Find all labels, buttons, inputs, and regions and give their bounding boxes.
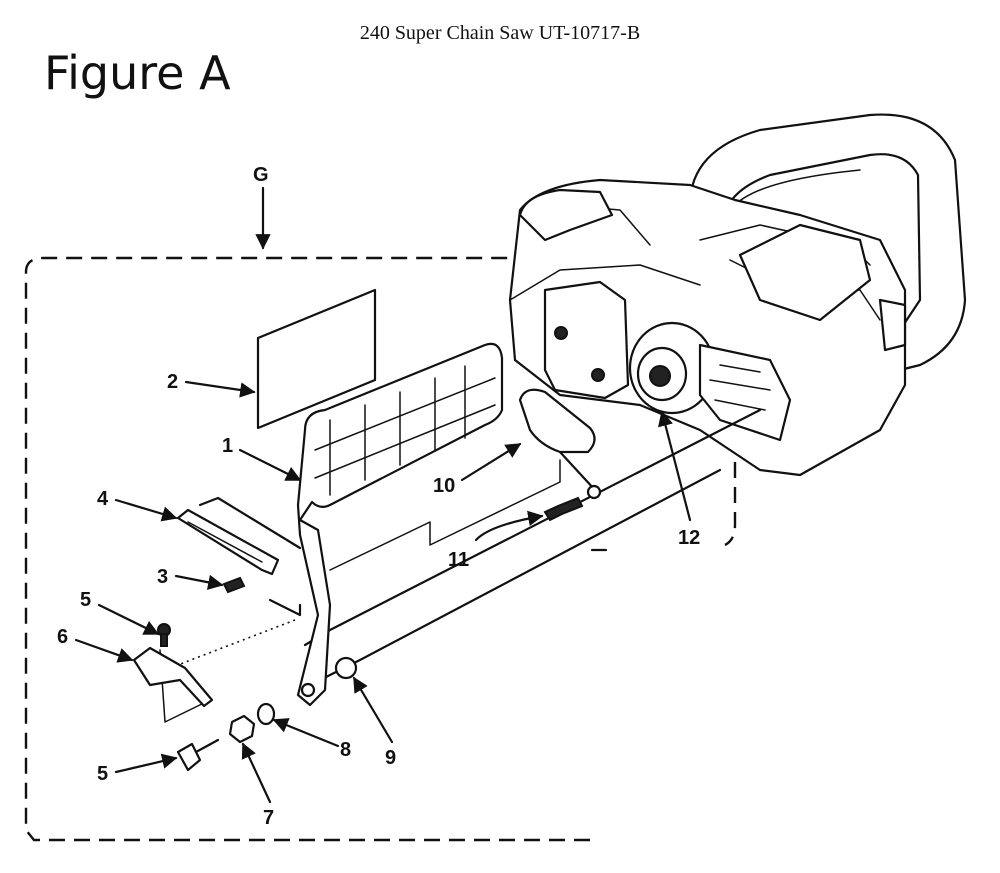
callout-11: 11 xyxy=(448,510,544,571)
mount-tab xyxy=(268,598,302,617)
chain-saw-body xyxy=(508,113,967,477)
alignment-line xyxy=(169,619,296,669)
callout-8: 8 xyxy=(272,718,351,761)
bracket-hole xyxy=(300,682,316,698)
callout-9: 9 xyxy=(352,676,396,769)
screw-3-part xyxy=(222,576,246,594)
callout-5-upper: 5 xyxy=(80,589,160,636)
callout-3: 3 xyxy=(157,566,224,590)
bracket-part xyxy=(176,508,280,576)
callout-6: 6 xyxy=(57,626,134,663)
svg-text:8: 8 xyxy=(340,739,351,761)
section-letter: G xyxy=(253,164,269,186)
lock-washer-part xyxy=(256,702,276,726)
bolt-part xyxy=(543,496,584,522)
svg-text:3: 3 xyxy=(157,566,168,588)
svg-text:12: 12 xyxy=(678,527,700,549)
retainer-wire-part xyxy=(518,388,597,492)
section-boundary xyxy=(24,256,700,842)
figure-title: Figure A xyxy=(44,46,231,100)
svg-text:7: 7 xyxy=(263,807,274,829)
svg-text:1: 1 xyxy=(222,435,233,457)
callout-2: 2 xyxy=(167,371,256,398)
nut-part xyxy=(228,714,256,744)
clip-part xyxy=(132,646,214,708)
chain-guard-part xyxy=(296,342,504,707)
callout-7: 7 xyxy=(241,742,274,829)
guide-bar-edge-lower xyxy=(318,468,722,682)
guide-bar-panel xyxy=(329,459,561,571)
svg-text:6: 6 xyxy=(57,626,68,648)
svg-text:10: 10 xyxy=(433,475,455,497)
svg-text:5: 5 xyxy=(97,763,108,785)
screw-5-lower-part xyxy=(176,738,220,772)
svg-text:4: 4 xyxy=(97,488,109,510)
svg-text:11: 11 xyxy=(448,549,469,571)
svg-text:2: 2 xyxy=(167,371,178,393)
callout-5-lower: 5 xyxy=(97,753,178,785)
screw-5-upper-part xyxy=(157,623,171,647)
callout-10: 10 xyxy=(433,442,522,497)
washer-part xyxy=(334,656,358,680)
document-title: 240 Super Chain Saw UT-10717-B xyxy=(359,22,641,44)
svg-text:9: 9 xyxy=(385,747,396,769)
callout-1: 1 xyxy=(222,435,302,482)
bracket-edge xyxy=(198,496,302,550)
callout-4: 4 xyxy=(97,488,178,522)
decal-part xyxy=(256,288,377,430)
callout-12: 12 xyxy=(658,410,700,549)
section-boundary-right xyxy=(724,262,737,547)
svg-text:5: 5 xyxy=(80,589,91,611)
